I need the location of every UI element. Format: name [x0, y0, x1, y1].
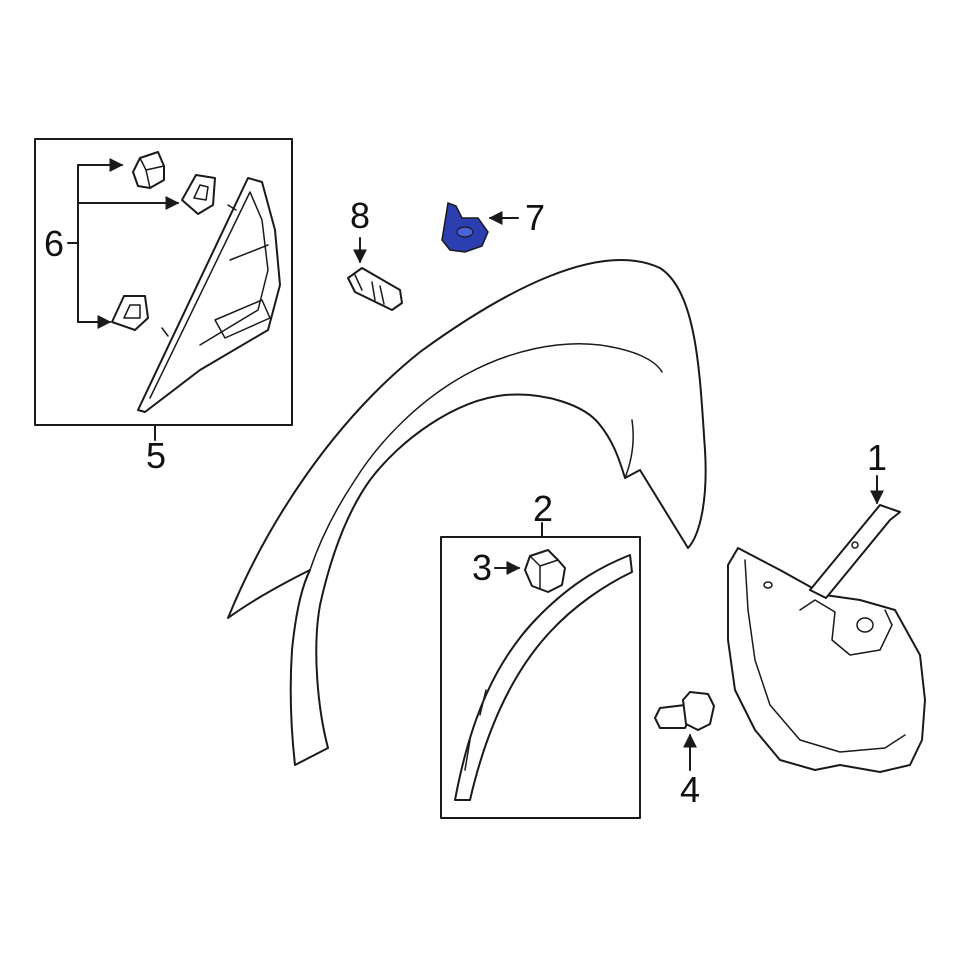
mudflap-hole-small — [763, 581, 773, 589]
box-2-frame — [440, 536, 641, 819]
bolt-4 — [654, 691, 715, 771]
callout-5: 5 — [146, 435, 166, 476]
grommet-6c — [111, 295, 149, 331]
callout-4: 4 — [680, 769, 700, 810]
mudflap-hole — [856, 617, 874, 633]
callout-3: 3 — [472, 547, 492, 588]
nut-7-highlighted — [441, 201, 519, 253]
moulding-2 — [454, 554, 633, 801]
callout-7: 7 — [525, 197, 545, 238]
nut-7-hole — [456, 226, 474, 238]
trim-panel-5 — [137, 177, 281, 413]
callout-8: 8 — [350, 195, 370, 236]
clip-3 — [524, 549, 566, 593]
grommet-6b — [181, 174, 216, 215]
box-2-group — [440, 522, 641, 819]
callout-6: 6 — [44, 223, 64, 264]
bracket-hole — [851, 541, 859, 549]
mudflap-1 — [727, 475, 926, 773]
clip-6a — [132, 151, 165, 189]
box-5-frame — [34, 138, 293, 426]
callout-1: 1 — [867, 437, 887, 478]
fender-flare — [227, 259, 707, 766]
box-5-group — [34, 138, 293, 441]
fastener-8 — [347, 237, 403, 311]
callout-2: 2 — [533, 488, 553, 529]
